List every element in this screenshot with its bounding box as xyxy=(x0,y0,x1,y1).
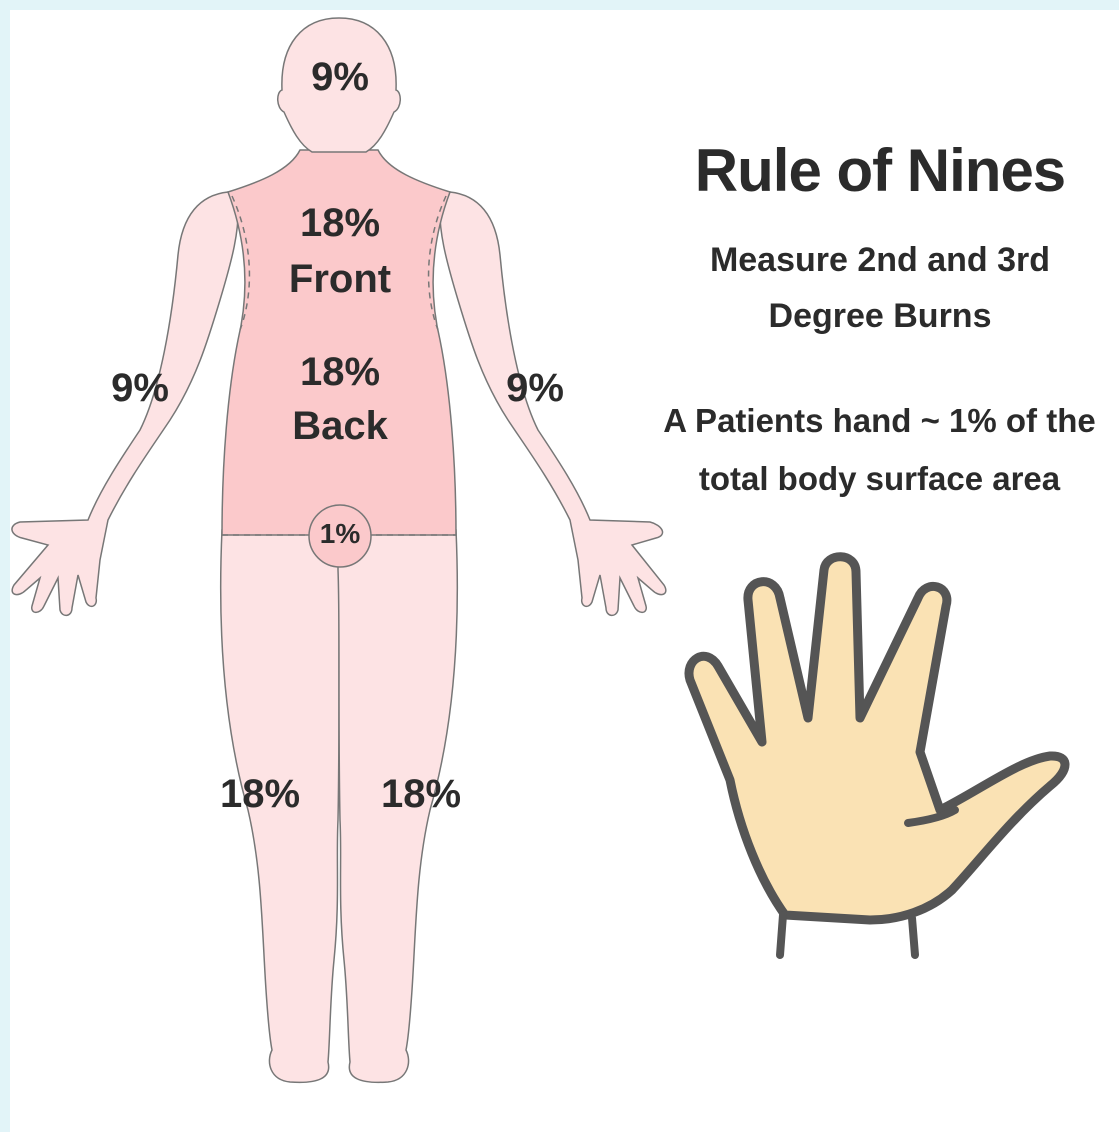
groin-percentage: 1% xyxy=(300,518,380,550)
page-title: Rule of Nines xyxy=(650,136,1110,205)
subtitle-line-1: Measure 2nd and 3rd xyxy=(650,232,1110,288)
torso-front-label: 18% Front xyxy=(260,195,420,307)
hand-icon xyxy=(689,557,1065,955)
torso-back-percentage: 18% xyxy=(260,345,420,399)
torso-back-word: Back xyxy=(260,399,420,453)
right-arm-percentage: 9% xyxy=(490,366,580,411)
right-leg-percentage: 18% xyxy=(366,772,476,817)
left-arm-percentage: 9% xyxy=(95,366,185,411)
subtitle-line-2: Degree Burns xyxy=(650,288,1110,344)
hand-note-line-1: A Patients hand ~ 1% of the xyxy=(640,392,1119,450)
subtitle: Measure 2nd and 3rd Degree Burns xyxy=(650,232,1110,344)
left-leg-percentage: 18% xyxy=(205,772,315,817)
hand-note: A Patients hand ~ 1% of the total body s… xyxy=(640,392,1119,508)
head-percentage: 9% xyxy=(290,55,390,100)
hand-note-line-2: total body surface area xyxy=(640,450,1119,508)
torso-front-percentage: 18% xyxy=(260,195,420,251)
torso-front-word: Front xyxy=(260,251,420,307)
torso-back-label: 18% Back xyxy=(260,345,420,453)
